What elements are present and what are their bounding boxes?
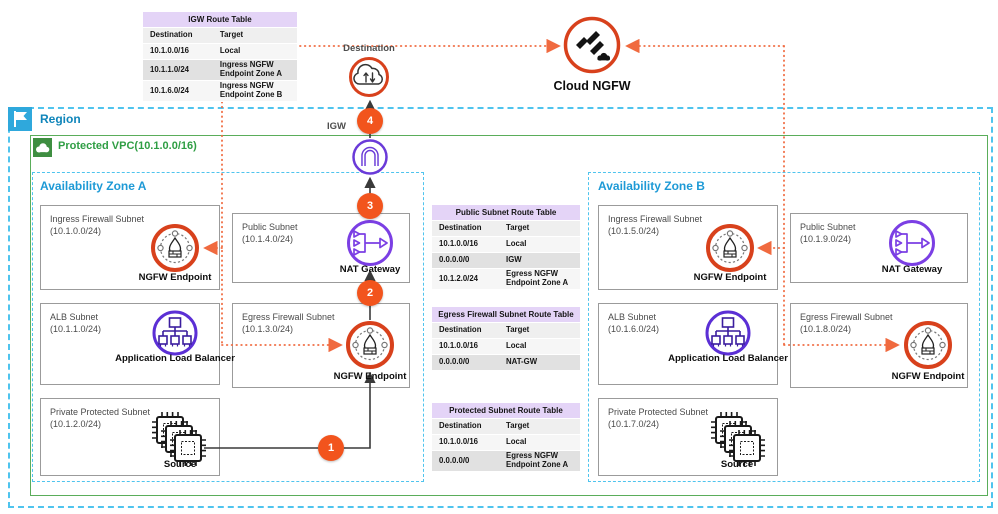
- subnet-name: Private Protected Subnet: [608, 407, 709, 417]
- table-col-header: Target: [506, 325, 530, 335]
- destination-cloud-icon: [349, 57, 389, 97]
- subnet-alb-b: ALB Subnet (10.1.6.0/24): [598, 303, 778, 385]
- subnet-name: ALB Subnet: [608, 312, 657, 322]
- table-title: IGW Route Table: [143, 12, 297, 28]
- table-cell: Local: [506, 437, 527, 447]
- resource-label: NAT Gateway: [881, 264, 943, 275]
- table-title: Protected Subnet Route Table: [432, 403, 580, 419]
- resource-label: Application Load Balancer: [668, 353, 788, 364]
- table-col-header: Destination: [150, 30, 193, 40]
- table-cell: 0.0.0.0/0: [439, 455, 470, 465]
- nat-gateway-icon: [347, 220, 393, 266]
- egress-firewall-subnet-route-table: Egress Firewall Subnet Route Table Desti…: [432, 307, 580, 371]
- subnet-cidr: (10.1.4.0/24): [242, 234, 294, 245]
- table-cell: Ingress NGFW Endpoint Zone A: [219, 60, 282, 78]
- ngfw-endpoint-icon: [904, 321, 952, 369]
- subnet-cidr: (10.1.1.0/24): [50, 324, 102, 335]
- table-cell: 10.1.2.0/24: [439, 273, 479, 283]
- cloud-ngfw-label: Cloud NGFW: [553, 79, 631, 93]
- subnet-name: Ingress Firewall Subnet: [50, 214, 145, 224]
- internet-gateway-icon: [351, 138, 389, 176]
- resource-label: NGFW Endpoint: [693, 272, 767, 283]
- resource-label: Source: [163, 459, 197, 470]
- subnet-public-b: Public Subnet (10.1.9.0/24): [790, 213, 968, 283]
- subnet-name: Public Subnet: [242, 222, 298, 232]
- resource-label: Application Load Balancer: [115, 353, 235, 364]
- subnet-cidr: (10.1.8.0/24): [800, 324, 852, 335]
- application-load-balancer-icon: [152, 310, 198, 356]
- subnet-cidr: (10.1.7.0/24): [608, 419, 660, 430]
- vpc-boundary: [30, 135, 988, 496]
- table-cell: Local: [506, 341, 527, 351]
- vpc-cloud-icon: [33, 138, 52, 157]
- subnet-name: ALB Subnet: [50, 312, 99, 322]
- resource-label: NGFW Endpoint: [333, 371, 407, 382]
- availability-zone-b-label: Availability Zone B: [598, 179, 705, 193]
- table-cell: Egress NGFW Endpoint Zone A: [506, 269, 569, 287]
- ngfw-endpoint-icon: [706, 224, 754, 272]
- subnet-cidr: (10.1.3.0/24): [242, 324, 294, 335]
- public-subnet-route-table: Public Subnet Route Table Destination Tar…: [432, 205, 580, 290]
- table-cell: Local: [219, 46, 241, 56]
- table-cell: Egress NGFW Endpoint Zone A: [506, 451, 569, 469]
- table-cell: 0.0.0.0/0: [439, 357, 470, 367]
- availability-zone-a-label: Availability Zone A: [40, 179, 147, 193]
- subnet-name: Ingress Firewall Subnet: [608, 214, 703, 224]
- table-col-header: Destination: [439, 325, 482, 335]
- ngfw-endpoint-icon: [346, 321, 394, 369]
- table-cell: 10.1.6.0/24: [150, 85, 190, 95]
- flow-step-3: 3: [357, 193, 383, 219]
- table-cell: NAT-GW: [506, 357, 538, 367]
- subnet-name: Public Subnet: [800, 222, 856, 232]
- subnet-name: Egress Firewall Subnet: [242, 312, 335, 322]
- table-col-header: Target: [219, 30, 244, 40]
- table-cell: 10.1.0.0/16: [439, 239, 479, 249]
- table-title: Public Subnet Route Table: [432, 205, 580, 221]
- destination-label: Destination: [343, 43, 395, 54]
- subnet-cidr: (10.1.0.0/24): [50, 226, 102, 237]
- subnet-cidr: (10.1.6.0/24): [608, 324, 660, 335]
- table-col-header: Target: [506, 421, 530, 431]
- flow-step-2: 2: [357, 280, 383, 306]
- table-col-header: Destination: [439, 223, 482, 233]
- subnet-cidr: (10.1.2.0/24): [50, 419, 102, 430]
- protected-subnet-route-table: Protected Subnet Route Table Destination…: [432, 403, 580, 472]
- cloud-ngfw-icon: [563, 16, 621, 74]
- region-boundary: [8, 107, 993, 508]
- subnet-name: Private Protected Subnet: [50, 407, 151, 417]
- application-load-balancer-icon: [705, 310, 751, 356]
- table-col-header: Destination: [439, 421, 482, 431]
- region-label: Region: [40, 112, 81, 126]
- table-cell: 10.1.0.0/16: [439, 341, 479, 351]
- table-col-header: Target: [506, 223, 530, 233]
- subnet-cidr: (10.1.5.0/24): [608, 226, 660, 237]
- subnet-name: Egress Firewall Subnet: [800, 312, 893, 322]
- table-cell: IGW: [506, 255, 522, 265]
- flow-step-4: 4: [357, 108, 383, 134]
- resource-label: Source: [720, 459, 754, 470]
- igw-route-table: IGW Route Table Destination Target 10.1.0…: [143, 12, 297, 102]
- table-cell: 0.0.0.0/0: [439, 255, 470, 265]
- resource-label: NGFW Endpoint: [891, 371, 965, 382]
- table-title: Egress Firewall Subnet Route Table: [432, 307, 580, 323]
- table-cell: 10.1.0.0/16: [439, 437, 479, 447]
- resource-label: NGFW Endpoint: [138, 272, 212, 283]
- vpc-label: Protected VPC(10.1.0.0/16): [58, 140, 197, 152]
- table-cell: 10.1.1.0/24: [150, 64, 190, 74]
- table-cell: Local: [506, 239, 527, 249]
- flow-step-1: 1: [318, 435, 344, 461]
- igw-label: IGW: [327, 121, 346, 132]
- availability-zone-a: [32, 172, 424, 482]
- subnet-cidr: (10.1.9.0/24): [800, 234, 852, 245]
- nat-gateway-icon: [889, 220, 935, 266]
- table-cell: Ingress NGFW Endpoint Zone B: [219, 81, 283, 99]
- table-cell: 10.1.0.0/16: [150, 46, 190, 56]
- ngfw-endpoint-icon: [151, 224, 199, 272]
- region-flag-icon: [8, 107, 32, 131]
- resource-label: NAT Gateway: [339, 264, 401, 275]
